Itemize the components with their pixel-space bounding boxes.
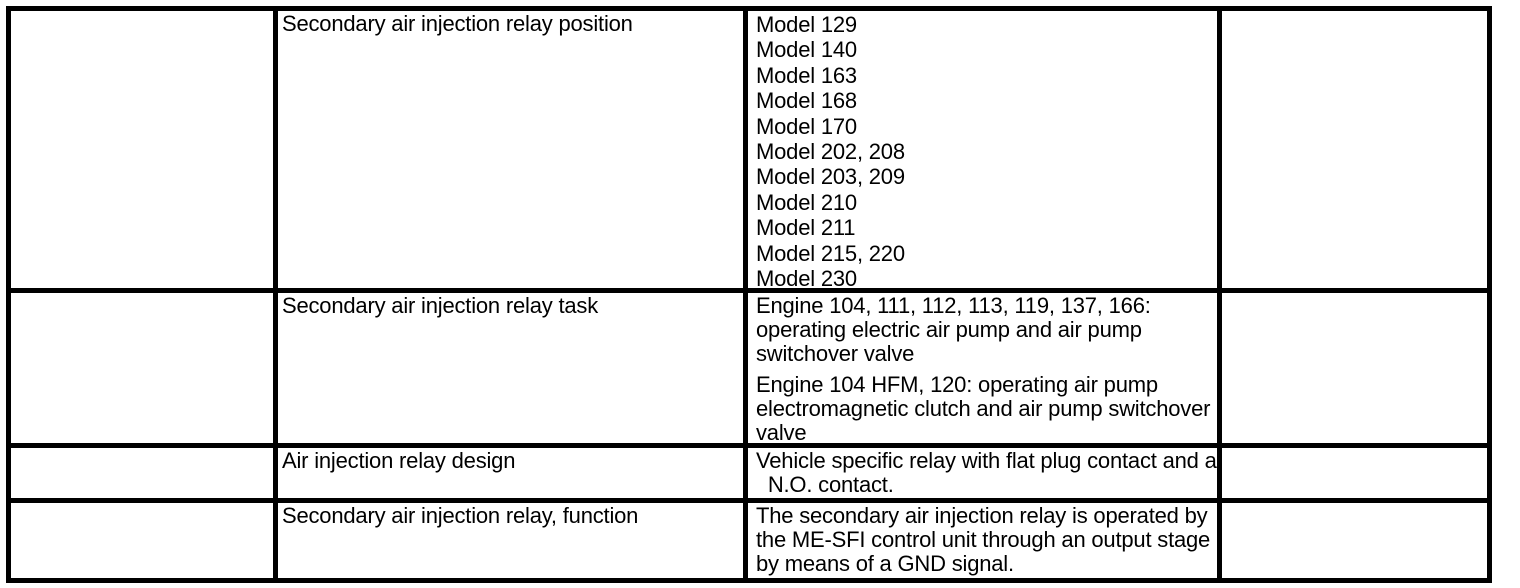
label-cell: Secondary air injection relay, function xyxy=(278,503,743,578)
value-cell: Model 129 Model 140 Model 163 Model 168 … xyxy=(748,11,1217,292)
value-line: Model 140 xyxy=(756,37,857,63)
empty-cell-left xyxy=(11,11,273,288)
value-line: by means of a GND signal. xyxy=(756,551,1014,576)
value-cell: Vehicle specific relay with flat plug co… xyxy=(748,448,1217,498)
value-line: valve xyxy=(756,420,807,445)
spec-table: Secondary air injection relay position M… xyxy=(6,6,1492,583)
label-text: Air injection relay design xyxy=(282,448,516,473)
value-line: switchover valve xyxy=(756,341,915,366)
value-line: Model 215, 220 xyxy=(756,240,905,266)
value-line: Model 211 xyxy=(756,215,856,241)
value-line: Model 129 xyxy=(756,12,857,37)
value-line: Model 168 xyxy=(756,88,857,114)
spec-table-grid: Secondary air injection relay position M… xyxy=(6,6,1492,583)
value-line: N.O. contact. xyxy=(756,472,894,497)
value-line: Model 210 xyxy=(756,189,857,215)
value-line: Vehicle specific relay with flat plug co… xyxy=(756,448,1217,473)
empty-cell-left xyxy=(11,293,273,443)
value-line: Engine 104 HFM, 120: operating air pump xyxy=(756,372,1158,397)
value-line: the ME-SFI control unit through an outpu… xyxy=(756,527,1211,552)
value-cell: The secondary air injection relay is ope… xyxy=(748,503,1217,578)
value-line: Model 230 xyxy=(756,266,857,292)
label-text: Secondary air injection relay, function xyxy=(282,503,639,528)
value-line: The secondary air injection relay is ope… xyxy=(756,503,1208,528)
label-text: Secondary air injection relay position xyxy=(282,11,633,36)
label-cell: Secondary air injection relay task xyxy=(278,293,743,443)
value-line: operating electric air pump and air pump xyxy=(756,317,1142,342)
value-line: Engine 104, 111, 112, 113, 119, 137, 166… xyxy=(756,293,1151,318)
value-line: Model 170 xyxy=(756,113,857,139)
empty-cell-right xyxy=(1222,503,1487,578)
value-cell: Engine 104, 111, 112, 113, 119, 137, 166… xyxy=(748,293,1217,445)
label-cell: Secondary air injection relay position xyxy=(278,11,743,288)
label-cell: Air injection relay design xyxy=(278,448,743,498)
value-line: electromagnetic clutch and air pump swit… xyxy=(756,396,1211,421)
empty-cell-right xyxy=(1222,293,1487,443)
value-line: Model 202, 208 xyxy=(756,139,905,165)
value-line: Model 163 xyxy=(756,62,857,88)
empty-cell-left xyxy=(11,448,273,498)
label-text: Secondary air injection relay task xyxy=(282,293,599,318)
empty-cell-right xyxy=(1222,11,1487,288)
empty-cell-left xyxy=(11,503,273,578)
empty-cell-right xyxy=(1222,448,1487,498)
value-line: Model 203, 209 xyxy=(756,164,905,190)
